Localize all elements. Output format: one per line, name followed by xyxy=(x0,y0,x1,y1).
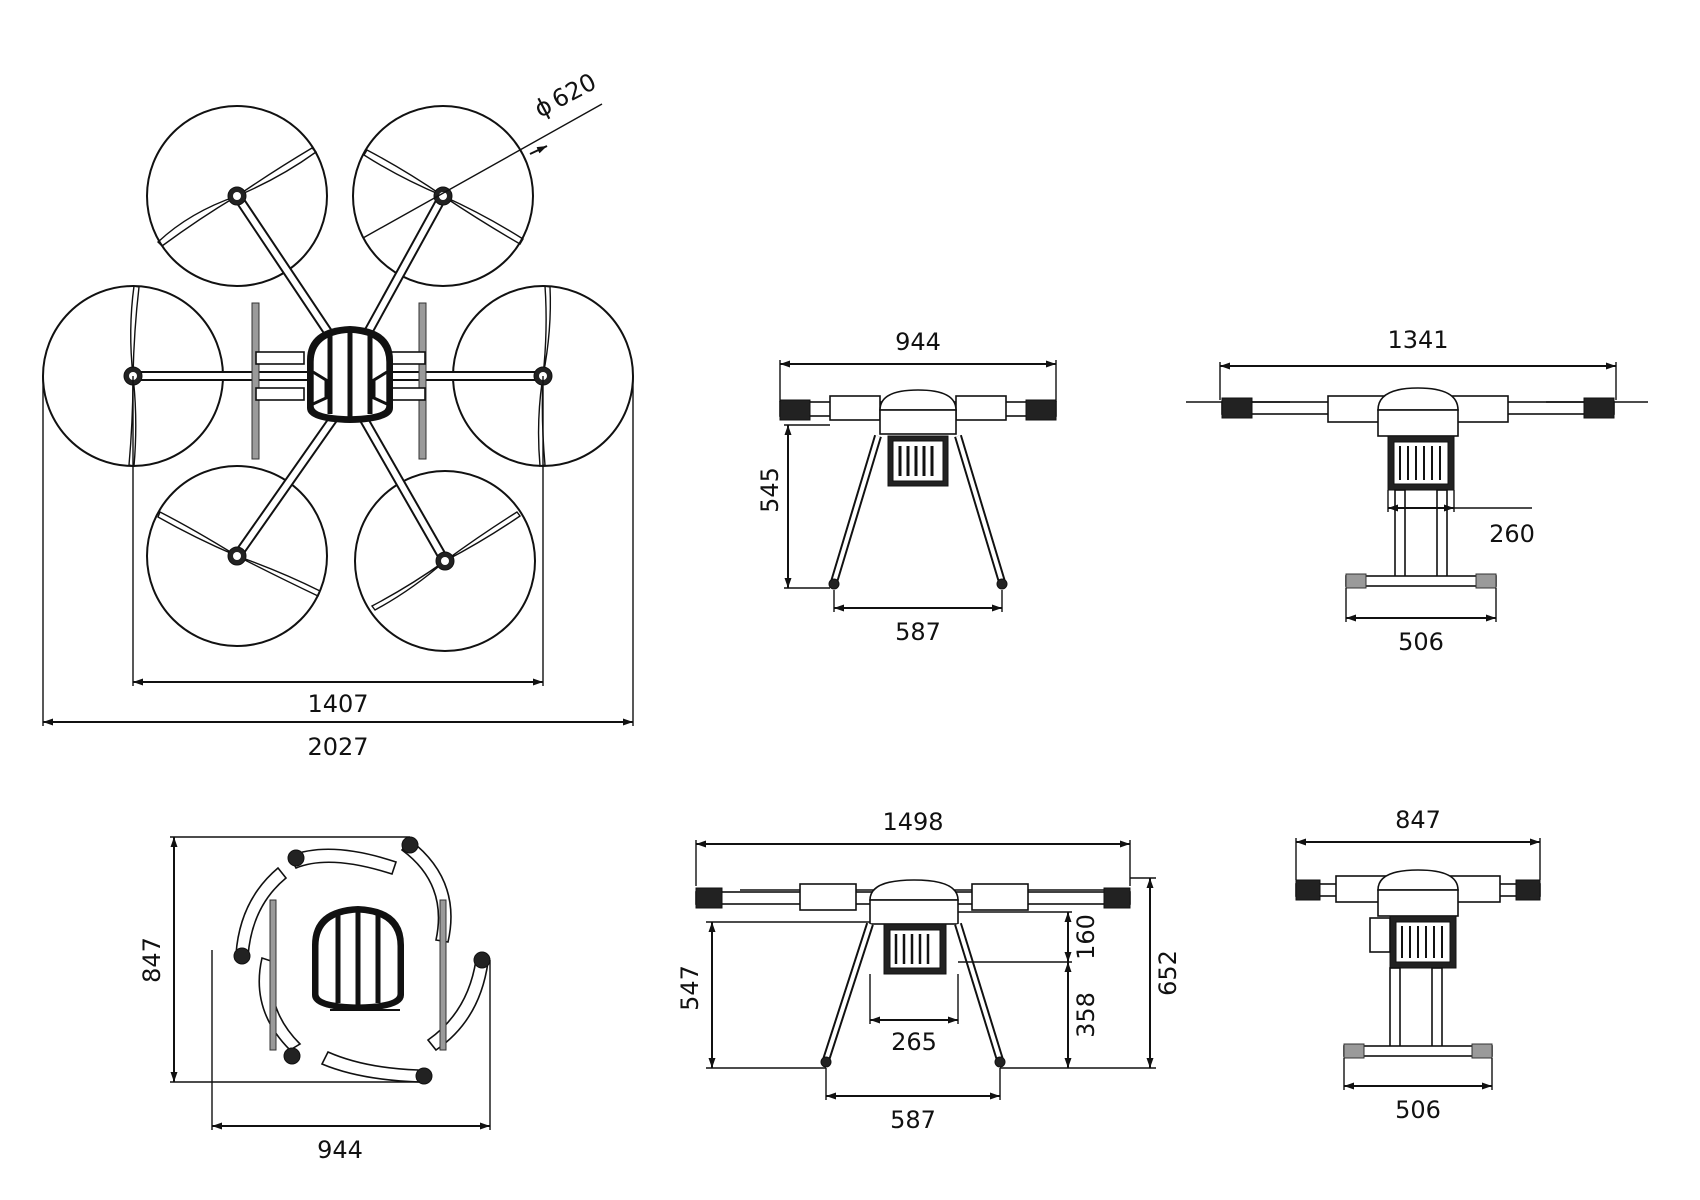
motors xyxy=(123,186,553,571)
frame-rails xyxy=(251,302,427,460)
folded-top-view: 847 944 xyxy=(138,836,491,1164)
front-gear-span: 587 xyxy=(895,618,941,646)
rotor-diameter-label: ϕ 620 xyxy=(530,68,601,124)
front-width: 944 xyxy=(895,328,941,356)
top-view: ϕ 620 1407 2027 xyxy=(42,68,634,761)
side-width: 1341 xyxy=(1387,326,1448,354)
folded-width: 944 xyxy=(317,1136,363,1164)
unfolded-front-gear-span: 587 xyxy=(890,1106,936,1134)
propellers xyxy=(128,147,552,611)
unfolded-front-height: 652 xyxy=(1154,950,1182,996)
top-overall-span: 2027 xyxy=(307,733,368,761)
unfolded-side-skid-span: 506 xyxy=(1395,1096,1441,1124)
unfolded-front-payload: 265 xyxy=(891,1028,937,1056)
folded-depth: 847 xyxy=(138,937,166,983)
central-body xyxy=(307,326,393,423)
front-view: 944 545 587 xyxy=(756,328,1057,646)
rotor-disc xyxy=(146,465,328,647)
rotor-diameter-value: 620 xyxy=(547,68,601,114)
side-view-2: 847 506 xyxy=(1295,806,1541,1124)
unfolded-front-width: 1498 xyxy=(882,808,943,836)
top-inner-span: 1407 xyxy=(307,690,368,718)
side-skid-span: 506 xyxy=(1398,628,1444,656)
unfolded-side-width: 847 xyxy=(1395,806,1441,834)
unfolded-front-clearance: 547 xyxy=(676,965,704,1011)
rotor-disc xyxy=(146,105,328,287)
front-height: 545 xyxy=(756,467,784,513)
front-view-2: 1498 547 265 160 358 652 587 xyxy=(676,808,1182,1134)
side-view: 1341 260 506 xyxy=(1186,326,1648,656)
rotor-disc xyxy=(354,470,536,652)
unfolded-front-body: 160 xyxy=(1072,914,1100,960)
rotor-disc xyxy=(352,105,534,287)
side-tank-width: 260 xyxy=(1489,520,1535,548)
unfolded-front-leg: 358 xyxy=(1072,992,1100,1038)
